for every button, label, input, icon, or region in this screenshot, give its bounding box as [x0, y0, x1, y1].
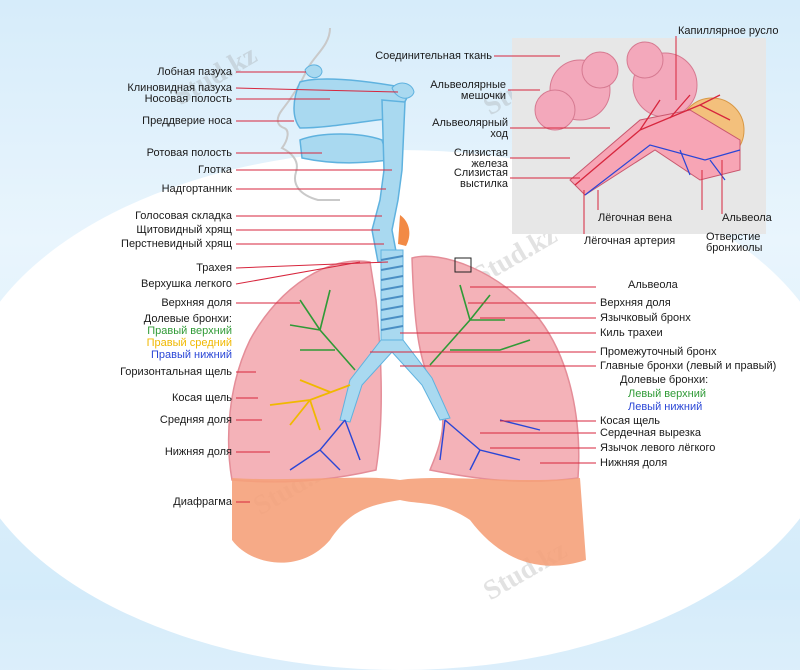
label-cardiac-notch: Сердечная вырезка	[600, 427, 701, 439]
label-right-lower-bronchus: Правый нижний	[150, 349, 232, 361]
label-trachea: Трахея	[196, 262, 232, 274]
label-sphenoid-sinus: Клиновидная пазуха	[127, 82, 232, 94]
label-capillary-bed: Капиллярное русло	[678, 25, 779, 37]
label-nasal-cavity: Носовая полость	[144, 93, 232, 105]
label-pulmonary-vein: Лёгочная вена	[598, 212, 672, 224]
label-pharynx: Глотка	[198, 164, 232, 176]
label-cricoid-cartilage: Перстневидный хрящ	[121, 238, 232, 250]
label-lobar-bronchi-right: Долевые бронхи:	[143, 313, 232, 325]
anatomy-illustration	[227, 27, 745, 566]
esophagus-shape	[398, 215, 410, 246]
label-alveolar-sacs: Альвеолярные	[430, 79, 506, 91]
frontal-sinus-shape	[304, 64, 323, 79]
label-lingular-bronchus: Язычковый бронх	[600, 312, 691, 324]
label-alveolar-sacs-2: мешочки	[460, 90, 506, 102]
label-upper-lobe-right: Верхняя доля	[161, 297, 232, 309]
label-epiglottis: Надгортанник	[161, 183, 232, 195]
label-alveolus-inset: Альвеола	[722, 212, 772, 224]
label-alveolar-duct: Альвеолярный	[432, 117, 508, 129]
label-left-lower-bronchus: Левый нижний	[628, 401, 703, 413]
label-right-middle-bronchus: Правый средний	[146, 337, 232, 349]
label-thyroid-cartilage: Щитовидный хрящ	[136, 224, 232, 236]
label-vocal-fold: Голосовая складка	[135, 210, 232, 222]
label-lower-lobe-left: Нижняя доля	[600, 457, 668, 469]
label-oblique-fissure-right: Косая щель	[172, 392, 232, 404]
label-mucous-gland: Слизистая	[453, 147, 508, 159]
label-oblique-fissure-left: Косая щель	[600, 415, 660, 427]
label-right-upper-bronchus: Правый верхний	[147, 325, 232, 337]
label-pulmonary-artery: Лёгочная артерия	[584, 235, 676, 247]
label-horizontal-fissure: Горизонтальная щель	[120, 366, 232, 378]
label-mucosa-2: выстилка	[459, 178, 508, 190]
label-bronchiole-opening: Отверстие	[706, 231, 761, 243]
label-lower-lobe-right: Нижняя доля	[164, 446, 232, 458]
label-mucosa: Слизистая	[453, 167, 508, 179]
oral-cavity-shape	[299, 133, 389, 164]
label-lung-apex: Верхушка легкого	[141, 278, 232, 290]
label-mucous-gland-2: железа	[471, 158, 508, 170]
label-diaphragm: Диафрагма	[173, 496, 232, 508]
sphenoid-sinus-shape	[391, 82, 415, 99]
label-lingula: Язычок левого лёгкого	[600, 442, 716, 454]
main-bronchi-shape	[339, 339, 451, 423]
label-intermediate-bronchus: Промежуточный бронх	[600, 346, 717, 358]
label-main-bronchi: Главные бронхи (левый и правый)	[600, 361, 777, 372]
label-carina: Киль трахеи	[600, 327, 663, 339]
label-alveolar-duct-2: ход	[490, 128, 508, 140]
label-bronchiole-opening-2: бронхиолы	[706, 242, 763, 254]
label-middle-lobe: Средняя доля	[159, 414, 232, 426]
diaphragm-shape	[232, 477, 586, 566]
label-connective-tissue: Соединительная ткань	[375, 50, 492, 62]
label-alveolus: Альвеола	[628, 279, 678, 291]
label-lobar-bronchi-left: Долевые бронхи:	[620, 374, 709, 386]
label-nasal-vestibule: Преддверие носа	[142, 115, 232, 127]
label-upper-lobe-left: Верхняя доля	[600, 297, 671, 309]
inset-alveoli-drawing	[534, 41, 745, 196]
label-frontal-sinus: Лобная пазуха	[157, 66, 232, 78]
label-left-upper-bronchus: Левый верхний	[628, 388, 706, 400]
label-oral-cavity: Ротовая полость	[146, 147, 232, 159]
